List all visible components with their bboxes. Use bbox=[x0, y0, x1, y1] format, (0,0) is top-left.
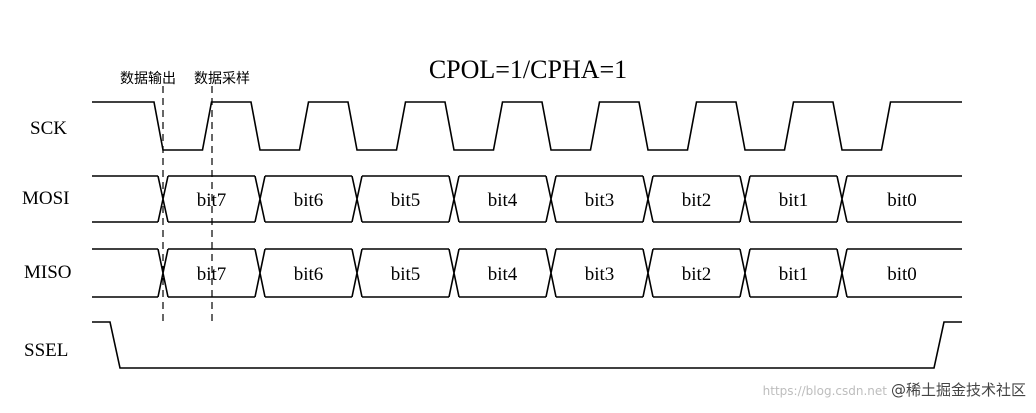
watermark-site: @稀土掘金技术社区 bbox=[890, 381, 1026, 399]
miso-bit-cell bbox=[642, 248, 740, 298]
miso-bit-label: bit7 bbox=[197, 264, 227, 285]
mosi-bit-label: bit1 bbox=[779, 190, 809, 211]
miso-bit-label: bit1 bbox=[779, 264, 809, 285]
watermark-url: https://blog.csdn.net bbox=[762, 384, 887, 398]
miso-bit-label: bit5 bbox=[391, 264, 421, 285]
watermark: https://blog.csdn.net@稀土掘金技术社区 bbox=[763, 379, 1026, 400]
miso-bit-label: bit0 bbox=[887, 264, 917, 285]
ssel-waveform bbox=[92, 321, 962, 369]
mosi-bit-label: bit6 bbox=[294, 190, 324, 211]
mosi-bit-label: bit2 bbox=[682, 190, 712, 211]
mosi-bit-label: bit3 bbox=[585, 190, 615, 211]
miso-bit-label: bit6 bbox=[294, 264, 324, 285]
miso-idle-lines bbox=[92, 248, 158, 298]
mosi-bit-label: bit4 bbox=[488, 190, 518, 211]
signal-label-sck: SCK bbox=[30, 118, 67, 139]
sck-waveform bbox=[92, 101, 962, 151]
mosi-bit-label: bit0 bbox=[887, 190, 917, 211]
mosi-bit-cell bbox=[836, 175, 962, 223]
mosi-bit-cell bbox=[545, 175, 643, 223]
mosi-bit-cell bbox=[448, 175, 546, 223]
signal-label-miso: MISO bbox=[24, 262, 72, 283]
miso-bit-label: bit3 bbox=[585, 264, 615, 285]
miso-bit-label: bit2 bbox=[682, 264, 712, 285]
miso-bit-cell bbox=[351, 248, 449, 298]
annotation-data-sample: 数据采样 bbox=[194, 71, 250, 87]
miso-bit-cell bbox=[254, 248, 352, 298]
mosi-bit-cell bbox=[739, 175, 837, 223]
mosi-bit-label: bit5 bbox=[391, 190, 421, 211]
mosi-bit-cell bbox=[254, 175, 352, 223]
mosi-bit-cell bbox=[351, 175, 449, 223]
miso-bit-cell bbox=[545, 248, 643, 298]
mosi-idle-lines bbox=[92, 175, 158, 223]
signal-label-ssel: SSEL bbox=[24, 340, 68, 361]
signal-label-mosi: MOSI bbox=[22, 188, 70, 209]
miso-bit-cell bbox=[836, 248, 962, 298]
miso-bit-cell bbox=[448, 248, 546, 298]
miso-bit-label: bit4 bbox=[488, 264, 518, 285]
diagram-title: CPOL=1/CPHA=1 bbox=[429, 55, 627, 84]
mosi-bit-cell bbox=[642, 175, 740, 223]
miso-waveform: bit7 bit6 bit5 bit4 bit3 bit2 bit1 bit0 bbox=[92, 248, 962, 298]
annotation-data-output: 数据输出 bbox=[120, 71, 176, 87]
miso-bit-cell bbox=[739, 248, 837, 298]
